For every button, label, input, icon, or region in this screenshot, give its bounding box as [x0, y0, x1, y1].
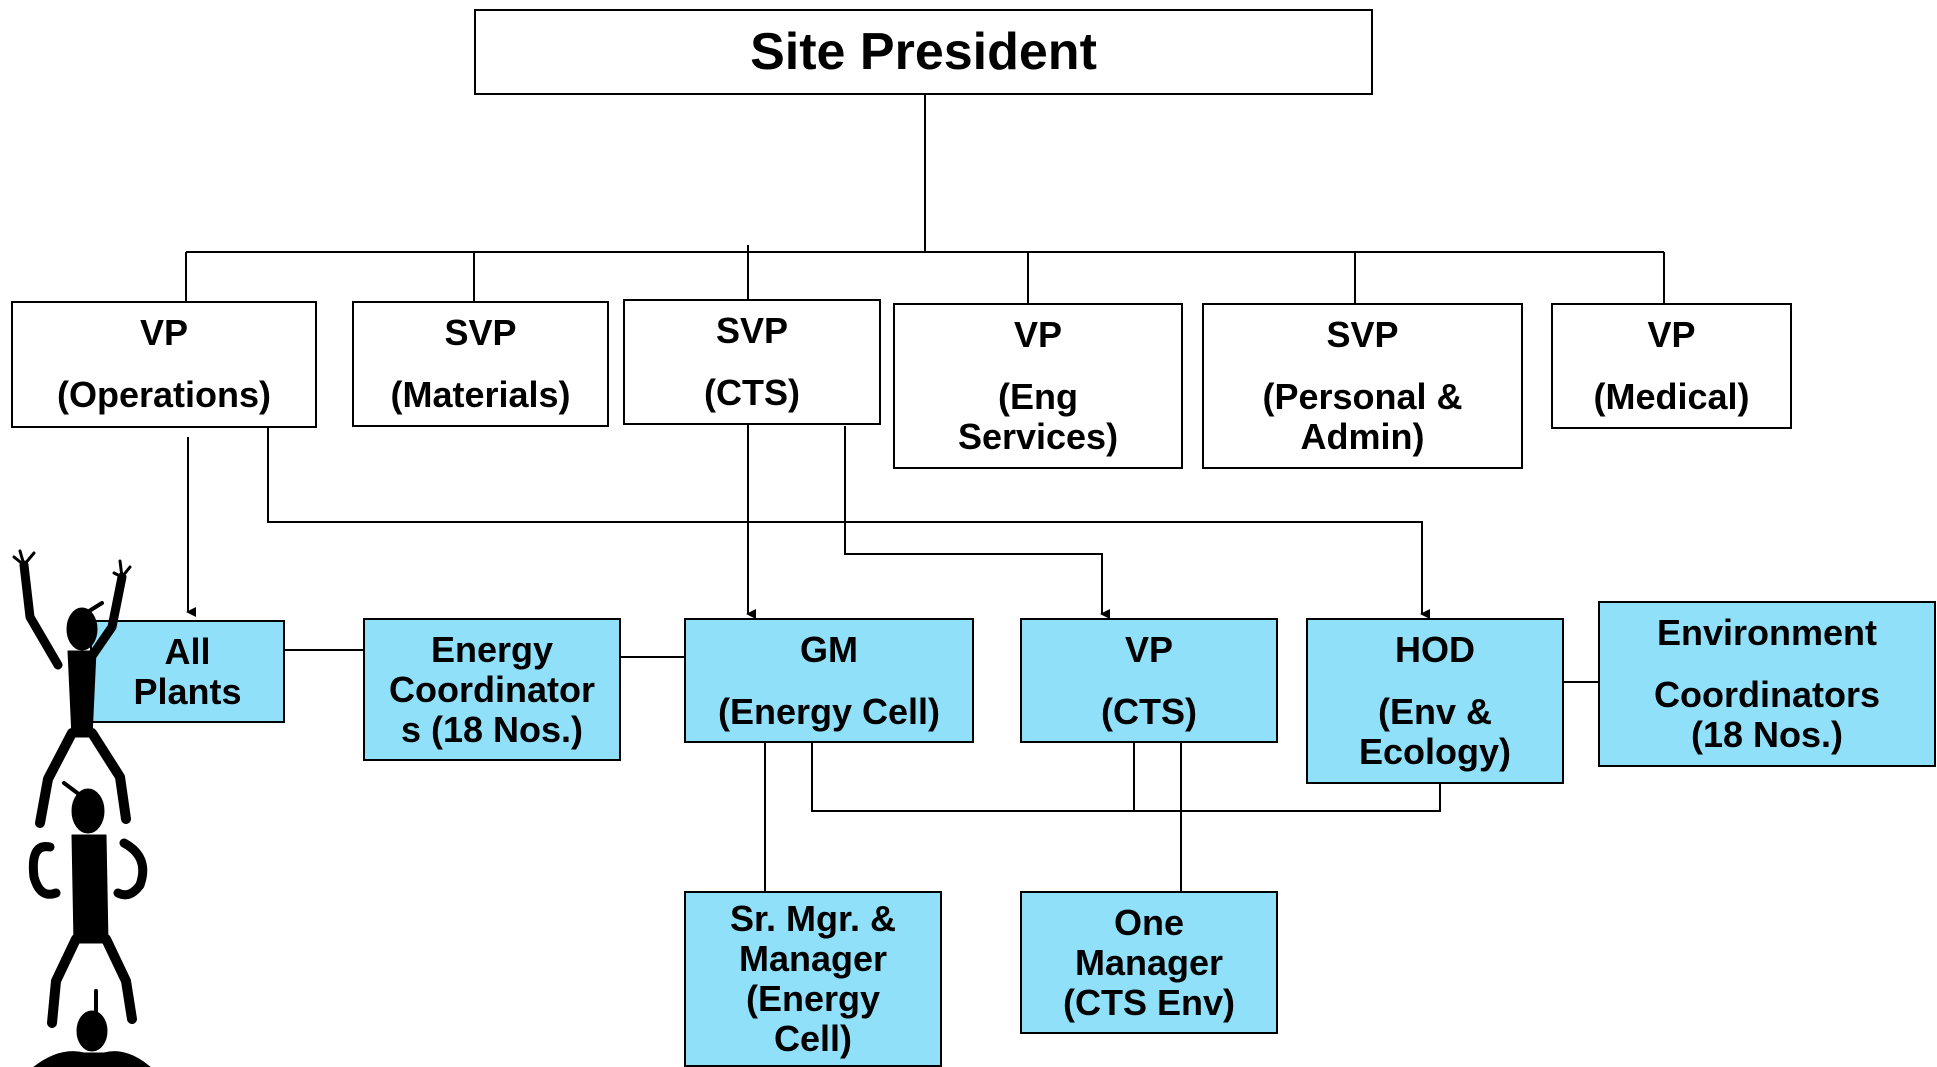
hod-env-ecology-dept-2: Ecology)	[1358, 731, 1511, 772]
svp-materials-dept: (Materials)	[390, 374, 571, 415]
gm-energy-cell-role: GM	[800, 629, 858, 670]
vp-eng-services-box: VP (Eng Services)	[893, 303, 1183, 469]
svp-cts-dept: (CTS)	[704, 372, 800, 413]
svp-personal-admin-box: SVP (Personal & Admin)	[1202, 303, 1523, 469]
hod-env-ecology-box: HOD (Env & Ecology)	[1306, 618, 1564, 784]
hod-env-ecology-role: HOD	[1395, 629, 1475, 670]
sr-mgr-line-2: Manager	[738, 938, 888, 979]
svp-materials-role: SVP	[444, 312, 517, 353]
vp-cts-dept: (CTS)	[1101, 691, 1197, 732]
all-plants-line-1: All	[164, 630, 211, 672]
energy-coordinators-line-3: s (18 Nos.)	[400, 708, 584, 750]
site-president-box: Site President	[474, 9, 1373, 95]
svp-cts-role: SVP	[715, 310, 789, 351]
gm-energy-cell-dept: (Energy Cell)	[717, 691, 941, 732]
sr-mgr-line-3: (Energy	[745, 978, 881, 1019]
gm-energy-cell-box: GM (Energy Cell)	[684, 618, 974, 743]
svp-personal-admin-role: SVP	[1326, 314, 1399, 355]
svp-personal-admin-dept-2: Admin)	[1300, 416, 1425, 457]
svp-personal-admin-dept-1: (Personal &	[1262, 376, 1463, 417]
all-plants-box: All Plants	[90, 620, 285, 723]
stacked-people-clipart-icon	[12, 549, 151, 1067]
one-manager-line-1: One	[1113, 901, 1184, 943]
hod-env-ecology-dept-1: (Env &	[1377, 691, 1492, 732]
vp-eng-services-dept-1: (Eng	[998, 376, 1078, 417]
vp-cts-role: VP	[1124, 629, 1174, 670]
svp-materials-box: SVP (Materials)	[352, 301, 609, 427]
environment-coordinators-line-3: (18 Nos.)	[1690, 714, 1844, 755]
environment-coordinators-line-2: Coordinators	[1653, 674, 1880, 715]
energy-coordinators-box: Energy Coordinator s (18 Nos.)	[363, 618, 621, 761]
sr-mgr-manager-box: Sr. Mgr. & Manager (Energy Cell)	[684, 891, 942, 1067]
sr-mgr-line-4: Cell)	[773, 1018, 852, 1059]
vp-operations-box: VP (Operations)	[11, 301, 317, 428]
vp-eng-services-dept-2: Services)	[957, 416, 1119, 457]
vp-medical-dept: (Medical)	[1593, 376, 1750, 417]
vp-cts-box: VP (CTS)	[1020, 618, 1278, 743]
energy-coordinators-line-1: Energy	[430, 628, 554, 670]
sr-mgr-line-1: Sr. Mgr. &	[729, 898, 897, 939]
all-plants-line-2: Plants	[133, 670, 242, 712]
vp-eng-services-role: VP	[1013, 314, 1063, 355]
svp-cts-box: SVP (CTS)	[623, 299, 881, 425]
environment-coordinators-line-1: Environment	[1656, 612, 1878, 653]
vp-medical-box: VP (Medical)	[1551, 303, 1792, 429]
vp-operations-role: VP	[139, 312, 189, 353]
one-manager-box: One Manager (CTS Env)	[1020, 891, 1278, 1034]
one-manager-line-3: (CTS Env)	[1062, 981, 1235, 1023]
environment-coordinators-box: Environment Coordinators (18 Nos.)	[1598, 601, 1936, 767]
site-president-title: Site President	[750, 23, 1097, 81]
vp-operations-dept: (Operations)	[56, 374, 271, 415]
one-manager-line-2: Manager	[1074, 941, 1224, 983]
energy-coordinators-line-2: Coordinator	[389, 668, 595, 710]
vp-medical-role: VP	[1647, 314, 1696, 355]
